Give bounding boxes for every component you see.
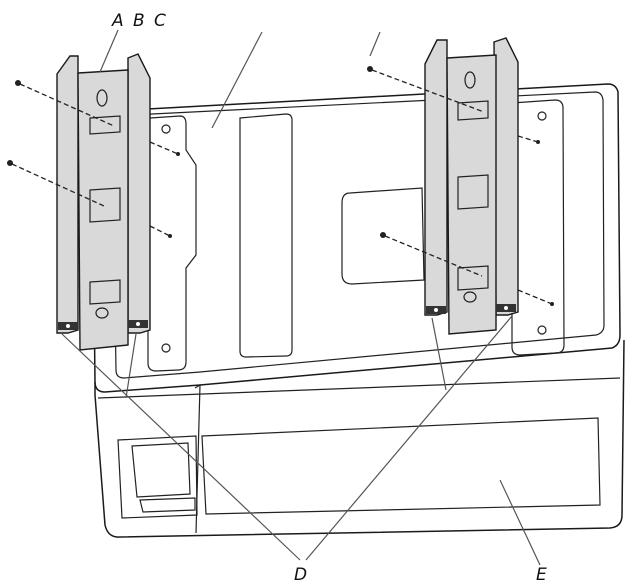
right-plate-hole-top bbox=[537, 111, 547, 121]
right-bracket-tab-1 bbox=[457, 100, 489, 121]
callout-a: A bbox=[111, 11, 124, 31]
right-foot-hole-1 bbox=[434, 308, 438, 312]
leader-e bbox=[499, 479, 541, 566]
display-window bbox=[117, 435, 198, 519]
left-bracket-side-flange bbox=[127, 53, 151, 334]
screw-path-7 bbox=[517, 135, 539, 143]
left-bracket-tab-1 bbox=[89, 115, 121, 135]
callouts: A B C D E bbox=[111, 11, 547, 585]
leader-b bbox=[211, 31, 263, 129]
screw-icon bbox=[380, 232, 386, 238]
screw-icon bbox=[367, 66, 373, 72]
leader-lines bbox=[61, 29, 541, 566]
screw-icon bbox=[15, 80, 21, 86]
screw-icon bbox=[536, 140, 540, 144]
callout-b: B bbox=[133, 11, 145, 31]
left-bracket-tab-2 bbox=[89, 187, 121, 223]
callout-e: E bbox=[536, 565, 547, 585]
right-foot-hole-2 bbox=[504, 306, 508, 310]
leader-d-1 bbox=[61, 333, 301, 561]
right-bracket-back-flange bbox=[424, 39, 448, 316]
screw-path-6 bbox=[384, 235, 483, 277]
right-bracket-slot-bottom bbox=[463, 291, 477, 303]
screw-icon bbox=[550, 302, 554, 306]
right-bracket bbox=[424, 37, 519, 335]
screw-icon bbox=[7, 160, 13, 166]
right-recess bbox=[341, 187, 425, 285]
display-slot bbox=[139, 497, 196, 513]
display-inner bbox=[131, 442, 191, 498]
top-plate-outline bbox=[91, 83, 621, 393]
screw-path-2 bbox=[11, 163, 105, 207]
inner-plate bbox=[111, 91, 605, 379]
screw-path-4 bbox=[149, 225, 171, 237]
right-bracket-tab-3 bbox=[457, 265, 489, 291]
front-divider bbox=[194, 383, 201, 534]
screws bbox=[7, 66, 554, 306]
right-mounting-plate bbox=[511, 99, 565, 356]
right-plate-outline bbox=[511, 99, 565, 356]
left-bracket bbox=[56, 53, 151, 351]
front-face bbox=[94, 339, 625, 538]
right-bracket-tab-2 bbox=[457, 174, 489, 210]
right-bracket-side-flange bbox=[493, 37, 519, 316]
leader-c bbox=[369, 31, 381, 57]
left-bracket-slot-bottom bbox=[95, 307, 109, 319]
leader-a bbox=[99, 29, 119, 73]
left-foot-hole-1 bbox=[66, 324, 70, 328]
screw-icon bbox=[168, 234, 172, 238]
screw-path-8 bbox=[517, 289, 553, 305]
leader-d-3 bbox=[305, 315, 513, 561]
right-bracket-slot-top bbox=[464, 71, 476, 89]
screw-path-5 bbox=[371, 69, 485, 113]
leader-d-4 bbox=[431, 317, 447, 391]
screw-path-3 bbox=[149, 141, 179, 155]
left-bracket-tab-3 bbox=[89, 279, 121, 305]
left-plate-outline bbox=[147, 115, 197, 372]
left-plate-hole-bottom bbox=[161, 343, 171, 353]
left-bracket-slot-top bbox=[96, 89, 108, 107]
callout-c: C bbox=[154, 11, 166, 31]
left-foot-hole-2 bbox=[136, 322, 140, 326]
screw-path-1 bbox=[19, 83, 115, 127]
right-bracket-face bbox=[446, 54, 497, 335]
center-slot bbox=[239, 113, 293, 358]
right-plate-hole-bottom bbox=[537, 325, 547, 335]
left-plate-hole-top bbox=[161, 124, 171, 134]
leader-d-2 bbox=[125, 333, 137, 399]
front-panel bbox=[201, 417, 601, 515]
screw-icon bbox=[176, 152, 180, 156]
unit-base bbox=[91, 83, 625, 538]
callout-d: D bbox=[294, 565, 307, 585]
left-mounting-plate bbox=[147, 115, 197, 372]
front-top-edge bbox=[97, 377, 621, 399]
left-bracket-back-flange bbox=[56, 55, 79, 334]
